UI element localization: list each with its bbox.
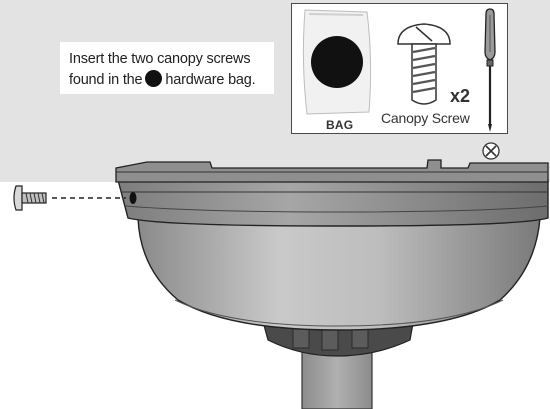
canopy-screw-icon — [397, 23, 451, 105]
bag-label: BAG — [326, 118, 354, 132]
instruction-line-2: found in the hardware bag. — [69, 70, 274, 91]
hardware-bag-dot-icon — [145, 70, 163, 87]
canopy-bowl — [137, 217, 541, 331]
screw-hole — [129, 192, 137, 204]
canopy-screw-label: Canopy Screw — [381, 110, 470, 126]
instruction-callout: Insert the two canopy screws found in th… — [60, 42, 274, 94]
hardware-bag-icon — [302, 9, 372, 115]
phillips-head-icon — [482, 142, 500, 160]
mounting-plate — [115, 159, 549, 183]
canopy-screw-insert-icon — [13, 185, 47, 211]
instruction-line-1: Insert the two canopy screws — [69, 51, 251, 67]
quantity-label: x2 — [450, 86, 471, 106]
instruction-line-2-start: found in the — [69, 72, 143, 88]
instruction-line-2-end: hardware bag. — [165, 72, 256, 88]
phillips-screwdriver-icon — [484, 8, 496, 132]
